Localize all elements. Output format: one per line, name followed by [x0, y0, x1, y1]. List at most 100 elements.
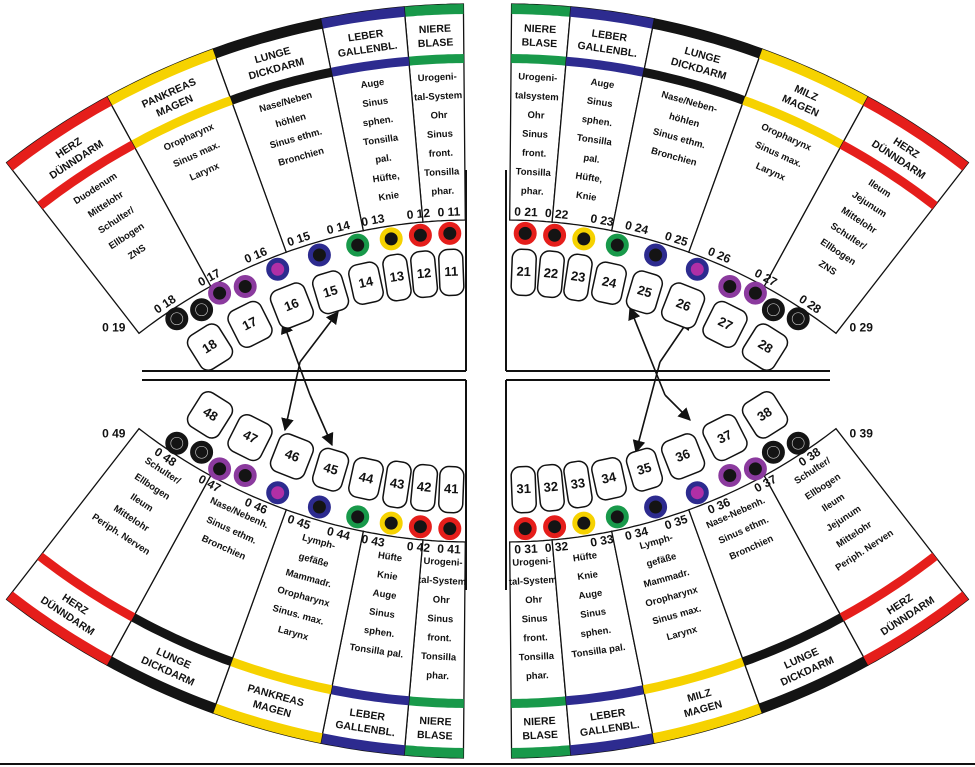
organ-region-text: Sinus	[580, 606, 607, 621]
tooth-28[interactable]: 280 28	[739, 292, 824, 374]
meridian-point-dot	[233, 464, 257, 487]
tooth-25[interactable]: 250 25	[624, 229, 690, 316]
acupuncture-point-27[interactable]	[718, 275, 767, 305]
organ-color-band	[863, 591, 969, 666]
tooth-23[interactable]: 230 23	[563, 211, 615, 302]
acupuncture-point-14[interactable]	[346, 233, 370, 257]
organ-color-band	[212, 703, 323, 744]
acupuncture-point-22[interactable]	[543, 223, 567, 247]
organ-region-text: Ohr	[433, 594, 451, 606]
point-label: 0 22	[544, 206, 569, 222]
acupuncture-point-12[interactable]	[408, 223, 432, 247]
acupuncture-point-25[interactable]	[644, 243, 668, 267]
meridian-point-dot	[786, 431, 810, 455]
tooth-42[interactable]: 420 42	[406, 463, 439, 555]
tooth-38[interactable]: 380 38	[739, 388, 823, 469]
acupuncture-point-18[interactable]	[165, 298, 214, 331]
acupuncture-point-15[interactable]	[307, 243, 331, 267]
acupuncture-point-13[interactable]	[379, 227, 403, 251]
tooth-33[interactable]: 330 33	[563, 460, 615, 550]
acupuncture-point-28[interactable]	[761, 298, 810, 331]
tooth-24[interactable]: 240 24	[590, 218, 650, 306]
acupuncture-point-48[interactable]	[165, 431, 214, 464]
acupuncture-point-46[interactable]	[266, 481, 290, 505]
acupuncture-point-36[interactable]	[685, 481, 709, 505]
acupuncture-point-26[interactable]	[685, 257, 709, 281]
organ-color-band	[758, 656, 868, 713]
acupuncture-point-41[interactable]	[438, 517, 462, 541]
tooth-43[interactable]: 430 43	[360, 460, 412, 550]
organ-color-band	[408, 696, 464, 708]
tooth-46[interactable]: 460 46	[243, 431, 316, 517]
acupuncture-point-11[interactable]	[438, 221, 462, 245]
organ-region-text: sphen.	[580, 625, 612, 640]
sector-leber: LEBERGALLENBL.HüfteKnieAugeSinussphen.To…	[319, 530, 424, 756]
tooth-47[interactable]: 470 47	[196, 412, 275, 496]
acupuncture-point-23[interactable]	[572, 227, 596, 251]
meridian-point-dot	[718, 275, 742, 298]
organ-color-band	[320, 6, 405, 29]
acupuncture-point-42[interactable]	[408, 515, 432, 539]
acupuncture-point-33[interactable]	[572, 511, 596, 535]
tooth-number: 15	[321, 282, 339, 301]
sector-niere: NIEREBLASEUrogeni-tal-SystemOhrSinusfron…	[403, 3, 466, 223]
tooth-shape	[702, 413, 748, 462]
organ-region-text: tal-System	[414, 90, 463, 103]
tooth-shape	[410, 250, 439, 299]
acupuncture-point-17[interactable]	[208, 275, 257, 305]
acupuncture-point-43[interactable]	[379, 511, 403, 535]
acupuncture-point-32[interactable]	[543, 515, 567, 539]
organ-color-band	[404, 4, 464, 17]
tooth-32[interactable]: 320 32	[536, 463, 569, 555]
acupuncture-point-34[interactable]	[605, 505, 629, 529]
meridian-point-dot	[718, 464, 742, 487]
acupuncture-point-31[interactable]	[513, 517, 537, 541]
tooth-37[interactable]: 370 37	[700, 412, 779, 496]
organ-region-text: tal-System	[509, 575, 558, 588]
arrow-icon	[628, 306, 666, 396]
acupuncture-point-44[interactable]	[346, 505, 370, 529]
tooth-34[interactable]: 340 34	[590, 456, 650, 543]
organ-region-text: Sinus	[362, 96, 389, 111]
acupuncture-point-47[interactable]	[208, 457, 257, 487]
tooth-44[interactable]: 440 44	[326, 456, 385, 543]
acupuncture-point-45[interactable]	[307, 495, 331, 519]
point-label: 0 32	[544, 539, 569, 555]
arrow-icon	[664, 394, 691, 421]
sector-niere: NIEREBLASEUrogeni-tal-SystemOhrSinusfron…	[509, 539, 572, 759]
tooth-12[interactable]: 120 12	[406, 206, 439, 299]
tooth-26[interactable]: 260 26	[659, 244, 733, 331]
tooth-number: 18	[199, 336, 219, 356]
acupuncture-point-35[interactable]	[644, 495, 668, 519]
tooth-17[interactable]: 170 17	[196, 266, 276, 351]
organ-region-text: Hüfte,	[575, 171, 603, 186]
organ-color-band	[404, 745, 464, 758]
tooth-shape	[438, 248, 465, 297]
tooth-13[interactable]: 130 13	[360, 211, 412, 302]
organ-region-text: Urogeni-	[518, 71, 558, 84]
dot-highlight	[170, 312, 184, 326]
organ-color-band	[652, 703, 763, 744]
tooth-45[interactable]: 450 45	[286, 446, 351, 533]
tooth-11[interactable]: 110 11	[437, 204, 465, 297]
tooth-14[interactable]: 140 14	[325, 218, 385, 306]
acupuncture-point-38[interactable]	[761, 431, 810, 464]
tooth-48[interactable]: 480 48	[152, 388, 236, 469]
tooth-41[interactable]: 410 41	[437, 465, 465, 557]
organ-color-band	[212, 18, 323, 59]
acupuncture-point-37[interactable]	[718, 457, 767, 487]
meridian-point-dot	[761, 298, 785, 322]
dot-highlight	[170, 436, 184, 450]
acupuncture-point-24[interactable]	[605, 233, 629, 257]
tooth-21[interactable]: 210 21	[510, 204, 538, 297]
acupuncture-point-21[interactable]	[513, 221, 537, 245]
tooth-16[interactable]: 160 16	[242, 244, 316, 331]
tooth-22[interactable]: 220 22	[536, 206, 569, 299]
tooth-31[interactable]: 310 31	[510, 465, 538, 557]
organ-label: LEBER	[589, 707, 626, 724]
acupuncture-point-16[interactable]	[266, 257, 290, 281]
meridian-point-dot	[165, 307, 189, 331]
organ-color-band	[107, 49, 217, 106]
